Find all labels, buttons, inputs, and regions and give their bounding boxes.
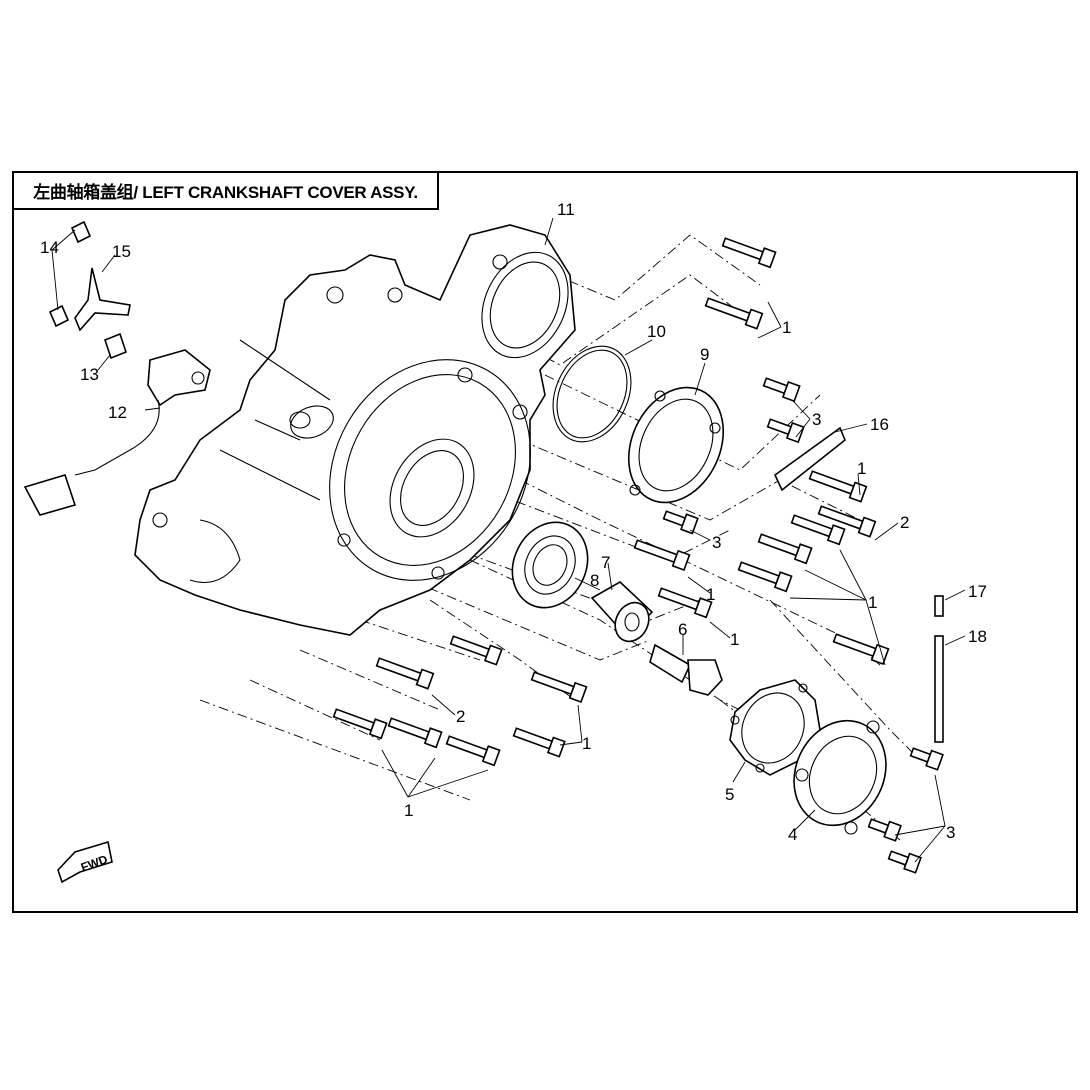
plate	[773, 426, 846, 492]
o-ring	[552, 345, 632, 443]
leader-lines	[51, 217, 966, 863]
small-bolts	[48, 220, 127, 360]
callout-16: 16	[870, 415, 889, 434]
callout-7: 7	[601, 553, 610, 572]
callout-14: 14	[40, 238, 59, 257]
callout-1: 1	[857, 459, 866, 478]
callout-3: 3	[712, 533, 721, 552]
callout-17: 17	[968, 582, 987, 601]
callout-5: 5	[725, 785, 734, 804]
callout-1: 1	[706, 585, 715, 604]
plug-bolt	[649, 643, 723, 696]
bearing	[511, 521, 589, 609]
callout-2: 2	[456, 707, 465, 726]
diagram-title: 左曲轴箱盖组/ LEFT CRANKSHAFT COVER ASSY.	[33, 183, 418, 202]
callout-11: 11	[557, 200, 575, 219]
callout-8: 8	[590, 571, 599, 590]
callout-13: 13	[80, 365, 99, 384]
bushing	[590, 581, 654, 643]
callout-10: 10	[647, 322, 666, 341]
title-box: 左曲轴箱盖组/ LEFT CRANKSHAFT COVER ASSY.	[12, 171, 439, 210]
callout-1: 1	[730, 630, 739, 649]
callout-9: 9	[700, 345, 709, 364]
callout-12: 12	[108, 403, 127, 422]
fwd-arrow: FWD	[57, 840, 113, 884]
small-cover	[627, 386, 725, 504]
callout-1: 1	[782, 318, 791, 337]
callout-1: 1	[404, 801, 413, 820]
callout-numbers: 11 10 9 1 3 16 1 2 3 1 1 1 7 8 6 2 1 1 5…	[40, 200, 987, 844]
callout-1: 1	[582, 734, 591, 753]
bracket	[74, 267, 131, 332]
dowel-pins	[934, 595, 944, 743]
crankcase-cover	[134, 224, 576, 636]
callout-1: 1	[868, 593, 877, 612]
callout-2: 2	[900, 513, 909, 532]
callout-6: 6	[678, 620, 687, 639]
callout-15: 15	[112, 242, 131, 261]
callout-3: 3	[946, 823, 955, 842]
sensor	[23, 349, 211, 516]
bearing-cover	[793, 719, 887, 835]
callout-18: 18	[968, 627, 987, 646]
callout-3: 3	[812, 410, 821, 429]
bolts	[332, 237, 944, 874]
callout-4: 4	[788, 825, 797, 844]
